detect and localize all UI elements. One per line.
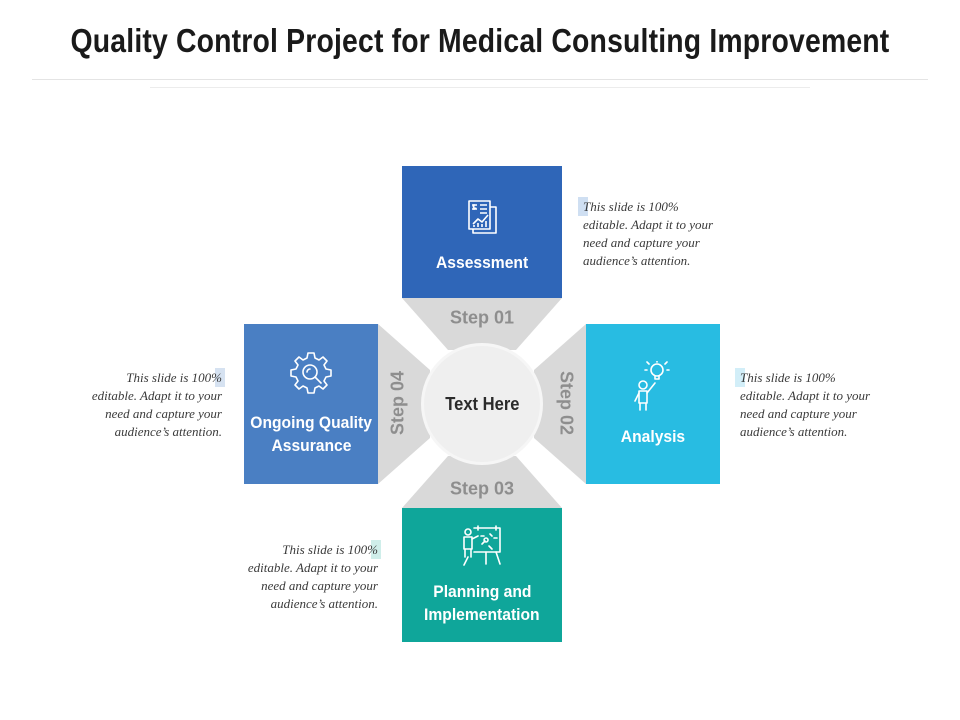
connector-top — [402, 298, 562, 350]
note-marker-left — [215, 368, 225, 387]
step-title-qa-line2: Assurance — [271, 436, 351, 455]
center-hub: Text Here — [424, 346, 540, 462]
gear-search-icon — [290, 352, 332, 394]
idea-person-icon — [634, 360, 670, 411]
step-box-assessment: Assessment — [402, 166, 562, 298]
note-line: This slide is 100% — [282, 542, 378, 557]
title-divider — [32, 79, 928, 80]
note-line: This slide is 100% — [740, 370, 836, 385]
note-marker-right — [735, 368, 745, 387]
step-box-planning: Planning and Implementation — [402, 508, 562, 642]
note-line: need and capture your — [105, 406, 222, 421]
note-right: This slide is 100% editable. Adapt it to… — [740, 369, 910, 441]
note-left: This slide is 100% editable. Adapt it to… — [52, 369, 222, 441]
note-line: need and capture your — [740, 406, 857, 421]
step-box-quality-assurance: Ongoing Quality Assurance — [244, 324, 378, 484]
step-title-assessment: Assessment — [435, 252, 529, 272]
note-line: editable. Adapt it to your — [583, 217, 714, 232]
presentation-board-icon — [463, 525, 501, 566]
note-line: editable. Adapt it to your — [91, 388, 222, 403]
step-label-02: Step 02 — [556, 370, 577, 436]
note-line: audience’s attention. — [740, 424, 848, 439]
note-line: need and capture your — [261, 578, 378, 593]
note-line: audience’s attention. — [583, 253, 691, 268]
note-line: This slide is 100% — [583, 199, 679, 214]
connector-bottom — [402, 456, 562, 508]
title-underline — [150, 87, 810, 88]
note-marker-bottom — [371, 540, 381, 559]
connector-right — [534, 324, 586, 484]
note-line: editable. Adapt it to your — [740, 388, 871, 403]
note-line: This slide is 100% — [126, 370, 222, 385]
financial-report-icon — [468, 199, 497, 234]
note-line: audience’s attention. — [114, 424, 222, 439]
note-top: This slide is 100% editable. Adapt it to… — [583, 198, 753, 270]
step-title-analysis: Analysis — [620, 426, 686, 446]
note-line: audience’s attention. — [270, 596, 378, 611]
step-label-03: Step 03 — [449, 478, 515, 499]
slide-title: Quality Control Project for Medical Cons… — [70, 22, 890, 59]
center-hub-text: Text Here — [444, 393, 520, 414]
step-title-planning-line2: Implementation — [424, 605, 540, 624]
step-title-planning-line1: Planning and — [432, 582, 532, 601]
connector-left — [378, 324, 430, 484]
note-line: need and capture your — [583, 235, 700, 250]
note-bottom: This slide is 100% editable. Adapt it to… — [208, 541, 378, 613]
note-marker-top — [578, 197, 588, 216]
step-label-01: Step 01 — [449, 307, 515, 328]
step-title-qa-line1: Ongoing Quality — [250, 413, 372, 432]
note-line: editable. Adapt it to your — [247, 560, 378, 575]
step-box-analysis: Analysis — [586, 324, 720, 484]
step-label-04: Step 04 — [387, 370, 408, 436]
